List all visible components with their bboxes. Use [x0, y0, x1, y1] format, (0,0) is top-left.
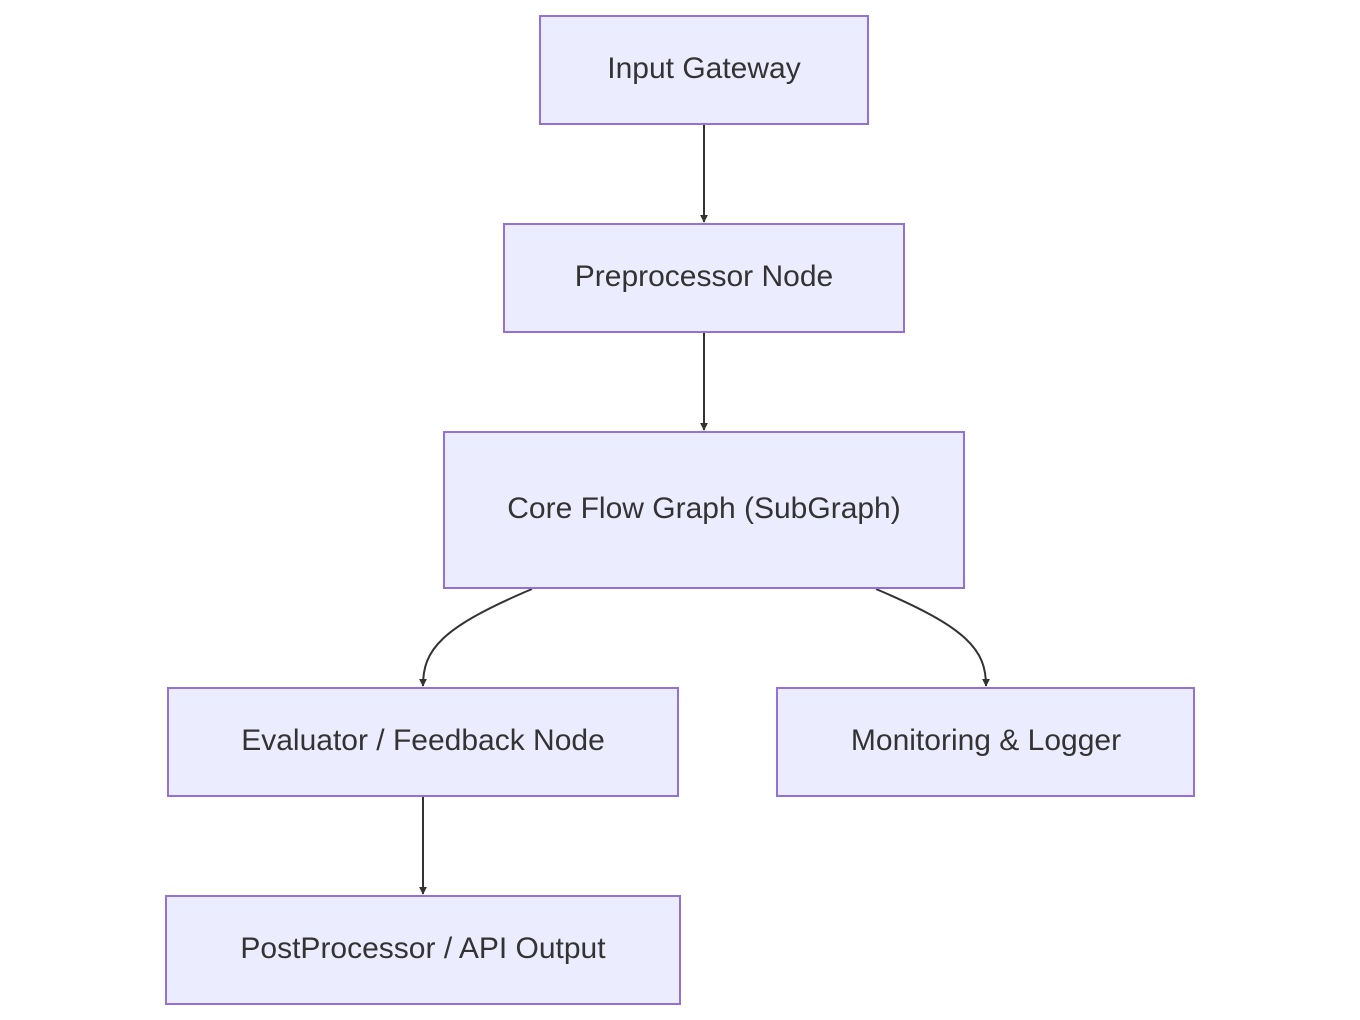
node-core-flow-graph[interactable]: Core Flow Graph (SubGraph) [443, 431, 965, 589]
node-label: Core Flow Graph (SubGraph) [507, 492, 901, 525]
edge-core-to-monitoring [875, 588, 990, 687]
node-monitoring-logger[interactable]: Monitoring & Logger [776, 687, 1195, 797]
node-preprocessor[interactable]: Preprocessor Node [503, 223, 905, 333]
node-evaluator-feedback[interactable]: Evaluator / Feedback Node [167, 687, 679, 797]
node-label: Evaluator / Feedback Node [241, 724, 605, 757]
node-label: PostProcessor / API Output [240, 932, 606, 965]
node-label: Monitoring & Logger [851, 724, 1121, 757]
node-postprocessor-api-output[interactable]: PostProcessor / API Output [165, 895, 681, 1005]
edge-core-to-evaluator [419, 588, 533, 687]
node-label: Preprocessor Node [575, 260, 833, 293]
node-input-gateway[interactable]: Input Gateway [539, 15, 869, 125]
node-label: Input Gateway [607, 52, 800, 85]
